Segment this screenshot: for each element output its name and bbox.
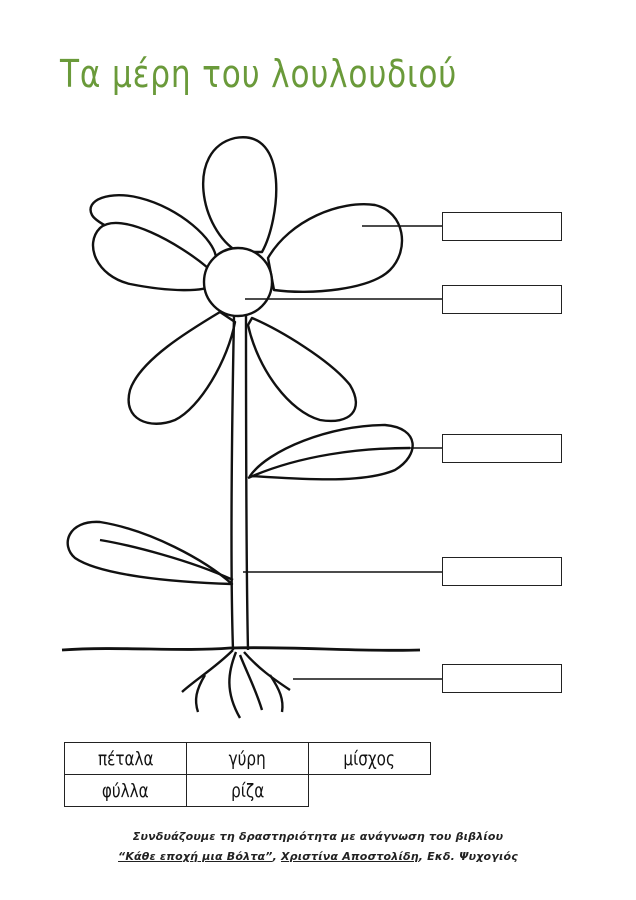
word-label: πέταλα: [97, 747, 154, 770]
credit-line-1: Συνδυάζουμε τη δραστηριότητα με ανάγνωση…: [132, 830, 504, 843]
word-cell: φύλλα: [64, 774, 187, 807]
root: [181, 649, 234, 693]
page-title: Τα μέρη του λουλουδιού: [60, 52, 458, 96]
word-bank-table: πέταλα γύρη μίσχος φύλλα ρίζα: [64, 742, 431, 807]
flower-center: [202, 246, 274, 318]
stem-right-edge: [244, 315, 250, 651]
petal-right: [266, 203, 404, 293]
leaf-right-vein: [247, 446, 411, 480]
root: [269, 674, 284, 713]
word-label: μίσχος: [343, 747, 396, 770]
separator: ,: [272, 850, 281, 863]
publisher-name: Εκδ. Ψυχογιός: [427, 850, 518, 863]
root: [238, 654, 264, 711]
root: [194, 674, 207, 713]
word-label: γύρη: [228, 747, 267, 770]
word-cell: μίσχος: [308, 742, 431, 775]
author-name: Χριστίνα Αποστολίδη: [281, 850, 419, 863]
leaf-left: [66, 520, 234, 586]
answer-box-pollen[interactable]: [442, 285, 562, 314]
stem-left-edge: [230, 315, 236, 651]
ground-line: [61, 646, 421, 652]
root: [243, 651, 291, 691]
answer-box-petal[interactable]: [442, 212, 562, 241]
word-cell: ρίζα: [186, 774, 309, 807]
word-label: ρίζα: [230, 779, 265, 802]
answer-box-root[interactable]: [442, 664, 562, 693]
table-row: φύλλα ρίζα: [64, 774, 431, 807]
word-cell: γύρη: [186, 742, 309, 775]
table-row: πέταλα γύρη μίσχος: [64, 742, 431, 775]
root: [228, 651, 242, 719]
empty-cell: [309, 775, 431, 807]
book-title: “Κάθε εποχή μια Βόλτα”: [118, 850, 273, 863]
petal-left: [91, 221, 214, 292]
credit-line-2: “Κάθε εποχή μια Βόλτα”, Χριστίνα Αποστολ…: [0, 850, 636, 863]
answer-box-stem[interactable]: [442, 557, 562, 586]
word-label: φύλλα: [102, 779, 149, 802]
petal-lower-left: [127, 310, 237, 425]
word-cell: πέταλα: [64, 742, 187, 775]
leaf-right: [248, 423, 414, 481]
petal-top: [202, 136, 278, 254]
separator: ,: [418, 850, 428, 863]
leaf-left-vein: [99, 538, 234, 582]
answer-box-leaf[interactable]: [442, 434, 562, 463]
petal-lower-right: [246, 316, 357, 423]
